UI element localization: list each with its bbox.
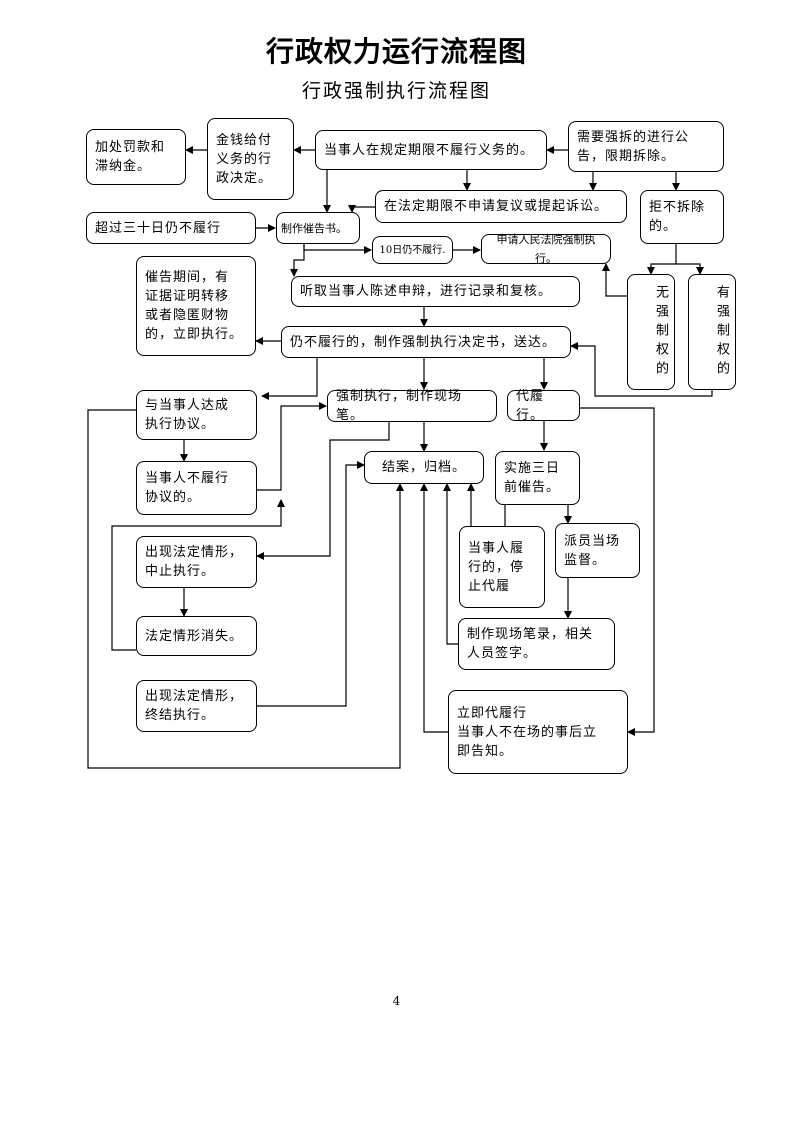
box-no-power: 无强制权的 [627, 274, 675, 390]
box-over-30-days: 超过三十日仍不履行 [86, 212, 256, 244]
box-terminate: 出现法定情形， 终结执行。 [136, 680, 257, 732]
box-substitute: 代履行。 [507, 389, 580, 423]
label-no-power: 无强制权的 [653, 284, 668, 380]
box-urge-letter: 制作催告书。 [276, 212, 360, 244]
arrow-agreement-fulfilled-to-close [87, 409, 404, 769]
box-no-review: 在法定期限不申请复议或提起诉讼。 [375, 190, 627, 223]
box-demolish-notice: 需要强拆的进行公 告，限期拆除。 [568, 121, 724, 172]
box-has-power: 有强制权的 [688, 274, 736, 390]
arrow-vanish-loop [111, 499, 285, 651]
box-apply-court: 申请人民法院强制执行。 [481, 233, 611, 265]
box-agreement: 与当事人达成 执行协议。 [136, 390, 257, 440]
box-not-fulfill: 当事人在规定期限不履行义务的。 [315, 130, 547, 170]
arrow-immediate-to-close [420, 483, 448, 733]
arrow-record-to-close [443, 483, 458, 645]
arrow-refuse-to-nopower [647, 244, 677, 275]
box-immediate: 立即代履行 当事人不在场的事后立 即告知。 [448, 690, 628, 774]
arrow-substitute-to-immediate [580, 407, 655, 736]
box-agreement-not: 当事人不履行 协议的。 [136, 461, 257, 515]
label-has-power: 有强制权的 [714, 284, 729, 380]
box-party-fulfill: 当事人履 行的，停 止代履 [459, 526, 545, 608]
page-subtitle: 行政强制执行流程图 [301, 80, 491, 102]
arrow-urge-to-hear [290, 244, 305, 277]
box-enforce: 强制执行，制作现场笔。 [327, 389, 497, 423]
box-money-decision: 金钱给付 义务的行 政决定。 [207, 118, 294, 200]
arrow-enforce-to-suspend [256, 422, 390, 560]
arrow-haspower-to-stillnot [570, 342, 713, 397]
box-hear: 听取当事人陈述申辩，进行记录和复核。 [291, 276, 580, 307]
box-suspend: 出现法定情形， 中止执行。 [136, 536, 257, 588]
box-still-not: 仍不履行的，制作强制执行决定书，送达。 [281, 326, 571, 358]
arrow-stillnot-to-agreement [261, 358, 318, 400]
box-ten-days: 10日仍不履行. [372, 236, 453, 264]
page-number: 4 [392, 994, 401, 1008]
box-vanish: 法定情形消失。 [136, 616, 257, 656]
page-title: 行政权力运行流程图 [265, 35, 527, 68]
arrow-terminate-to-close [257, 461, 365, 707]
arrow-agreementnot-to-enforce [257, 402, 327, 491]
box-three-day: 实施三日 前催告。 [495, 451, 580, 505]
arrow-nopower-to-court [602, 263, 627, 297]
arrow-refuse-to-haspower [676, 263, 704, 275]
box-fine: 加处罚款和 滞纳金。 [86, 129, 186, 185]
box-close: 结案，归档。 [364, 451, 484, 484]
arrow-urge-to-tendays [303, 244, 372, 254]
box-refuse-demolish: 拒不拆除 的。 [640, 190, 724, 244]
arrow-noreview-to-urge [348, 205, 375, 213]
box-supervise: 派员当场 监督。 [555, 523, 640, 578]
box-record-sign: 制作现场笔录，相关 人员签字。 [458, 618, 615, 670]
box-urge-period: 催告期间，有 证据证明转移 或者隐匿财物 的，立即执行。 [136, 256, 256, 356]
